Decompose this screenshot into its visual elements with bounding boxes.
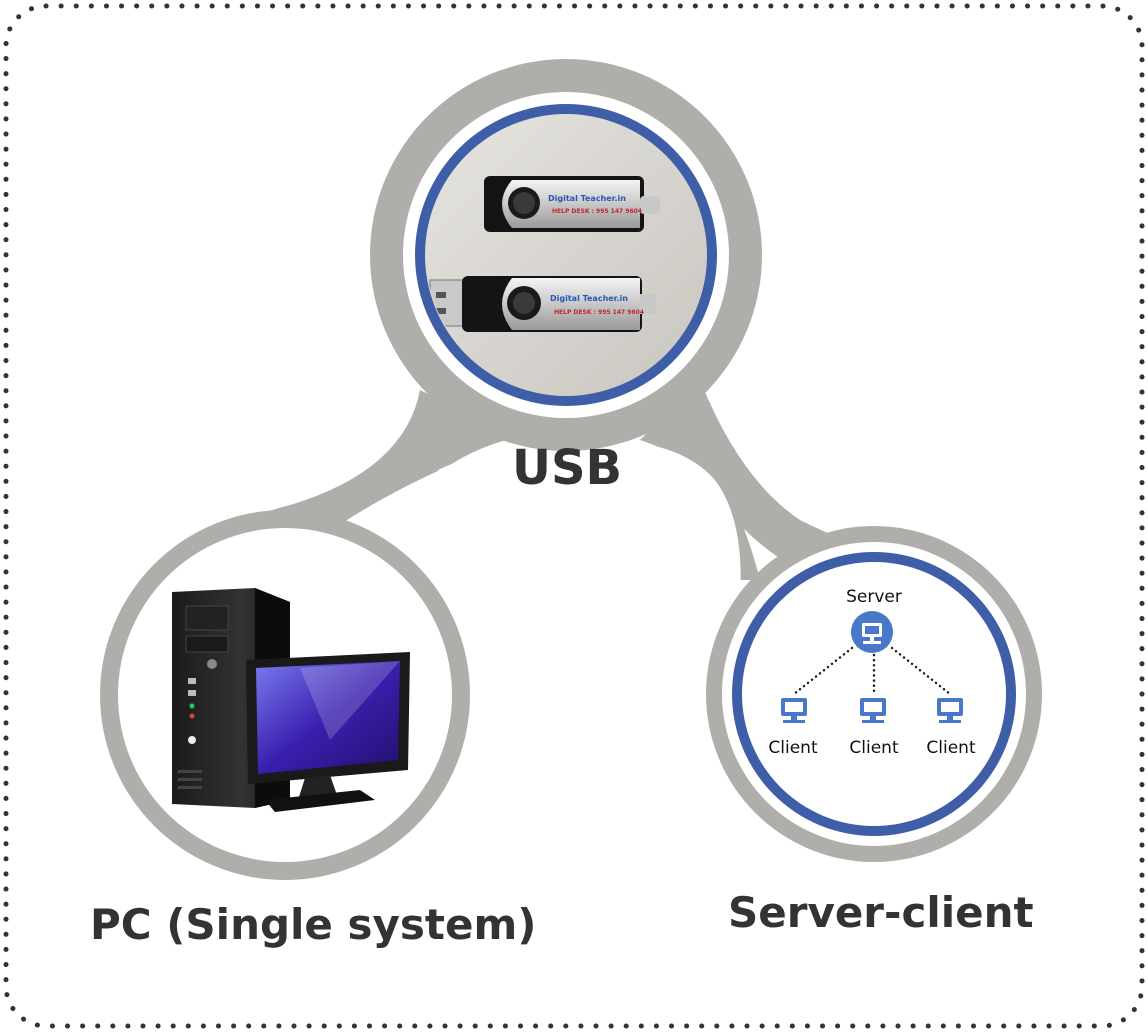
server-label: Server — [846, 587, 902, 607]
usb-node: Digital Teacher.in HELP DESK : 995 147 9… — [370, 59, 762, 451]
pc-node — [100, 510, 470, 880]
usb-drive-photo: Digital Teacher.in HELP DESK : 995 147 9… — [429, 176, 660, 332]
usb-brand-1: Digital Teacher.in — [548, 194, 626, 203]
usb-label: USB — [512, 440, 623, 496]
usb-helpdesk-1: HELP DESK : 995 147 9604 — [552, 208, 642, 215]
dotted-border — [3, 3, 1145, 1029]
client-icon — [860, 698, 886, 723]
client-label: Client — [849, 738, 899, 758]
client-icon — [937, 698, 963, 723]
usb-brand-2: Digital Teacher.in — [550, 294, 628, 303]
network-links — [792, 646, 952, 696]
client-label: Client — [768, 738, 818, 758]
server-client-node: Server — [706, 526, 1042, 862]
inner-white-area — [434, 440, 741, 600]
server-client-label: Server-client — [728, 888, 1034, 937]
client-label: Client — [926, 738, 976, 758]
server-icon — [851, 611, 893, 653]
monitor-icon — [246, 652, 410, 812]
client-icon — [781, 698, 807, 723]
usb-helpdesk-2: HELP DESK : 995 147 9604 — [554, 309, 644, 316]
pc-label: PC (Single system) — [90, 900, 537, 949]
